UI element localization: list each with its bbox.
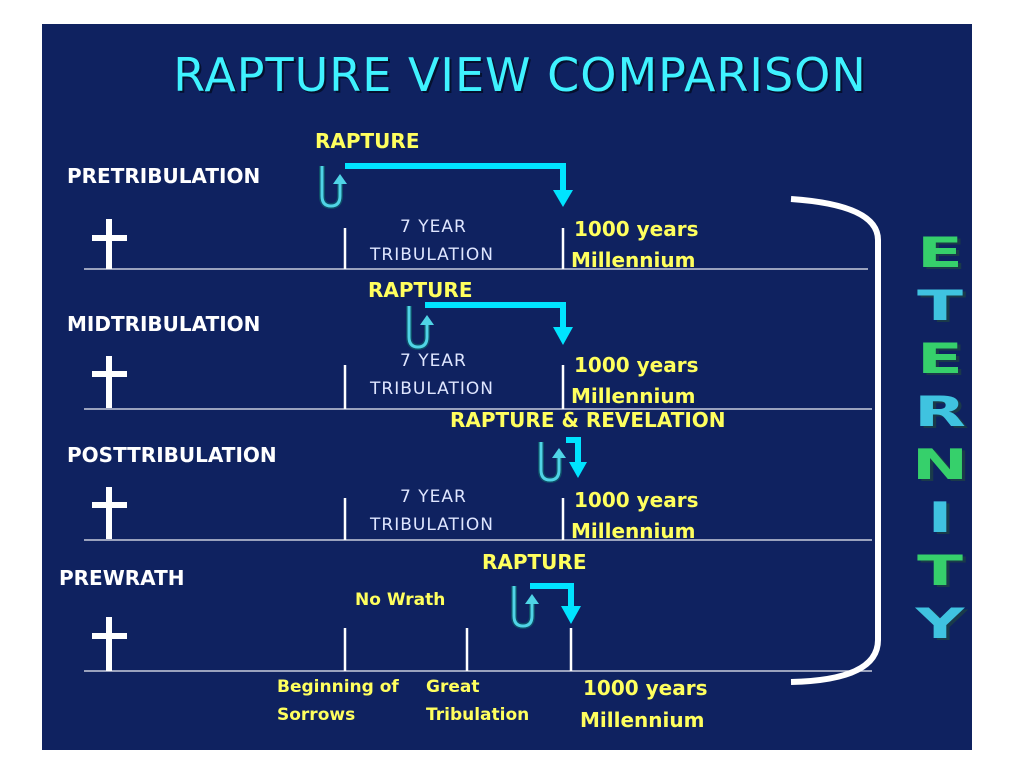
millennium-years-posttribulation: 1000 years [574, 488, 699, 512]
beginning-of-sorrows-line1: Beginning of [277, 677, 399, 697]
rapture-label-posttribulation: RAPTURE & REVELATION [450, 408, 726, 432]
tribulation-years-midtribulation: 7 YEAR [400, 351, 467, 371]
millennium-years-midtribulation: 1000 years [574, 353, 699, 377]
great-tribulation-line2: Tribulation [426, 705, 530, 725]
rapture-path-arrow-icon [553, 327, 573, 345]
millennium-label-midtribulation: Millennium [571, 384, 696, 408]
row-label-pretribulation: PRETRIBULATION [67, 164, 261, 188]
millennium-label-posttribulation: Millennium [571, 519, 696, 543]
eternity-letter: N [911, 440, 969, 489]
rapture-path-arrow-icon [425, 302, 566, 327]
no-wrath-label: No Wrath [355, 590, 446, 610]
rapture-hook-arrow-icon [319, 166, 343, 210]
rapture-path-arrow-icon [553, 190, 573, 207]
great-tribulation-line1: Great [426, 677, 480, 697]
page-title: RAPTURE VIEW COMPARISON [173, 48, 867, 102]
tribulation-label-posttribulation: TRIBULATION [370, 515, 494, 535]
tribulation-years-pretribulation: 7 YEAR [400, 217, 467, 237]
cross-icon [92, 219, 127, 269]
rapture-label-midtribulation: RAPTURE [368, 278, 473, 302]
millennium-label-pretribulation: Millennium [571, 248, 696, 272]
diagram-panel [40, 22, 974, 752]
tribulation-label-midtribulation: TRIBULATION [370, 379, 494, 399]
eternity-letter: T [917, 281, 963, 330]
cross-icon [92, 356, 127, 408]
rapture-hook-arrow-icon [538, 442, 562, 484]
rapture-path-arrow-icon [569, 462, 587, 478]
eternity-letter: R [914, 387, 966, 436]
rapture-path-arrow-icon [345, 163, 566, 190]
millennium-years-prewrath: 1000 years [583, 676, 708, 700]
eternity-letter: E [917, 228, 963, 277]
row-label-posttribulation: POSTTRIBULATION [67, 443, 277, 467]
millennium-label-prewrath: Millennium [580, 708, 705, 732]
rapture-label-pretribulation: RAPTURE [315, 129, 420, 153]
rapture-path-arrow-icon [561, 606, 581, 624]
tribulation-label-pretribulation: TRIBULATION [370, 245, 494, 265]
rapture-hook-arrow-icon [406, 306, 430, 351]
rapture-label-prewrath: RAPTURE [482, 550, 587, 574]
rapture-path-arrow-icon [566, 437, 581, 465]
eternity-letter: E [917, 334, 963, 383]
beginning-of-sorrows-line2: Sorrows [277, 705, 356, 725]
rapture-hook-arrow-icon [511, 586, 535, 630]
row-label-prewrath: PREWRATH [59, 566, 185, 590]
eternity-letter: Y [915, 599, 965, 648]
rapture-path-arrow-icon [530, 583, 574, 608]
millennium-years-pretribulation: 1000 years [574, 217, 699, 241]
eternity-brace-icon [790, 196, 881, 685]
cross-icon [92, 487, 127, 539]
eternity-letter: I [927, 493, 953, 542]
cross-icon [92, 617, 127, 671]
eternity-letter: T [917, 546, 963, 595]
row-label-midtribulation: MIDTRIBULATION [67, 312, 261, 336]
tribulation-years-posttribulation: 7 YEAR [400, 487, 467, 507]
